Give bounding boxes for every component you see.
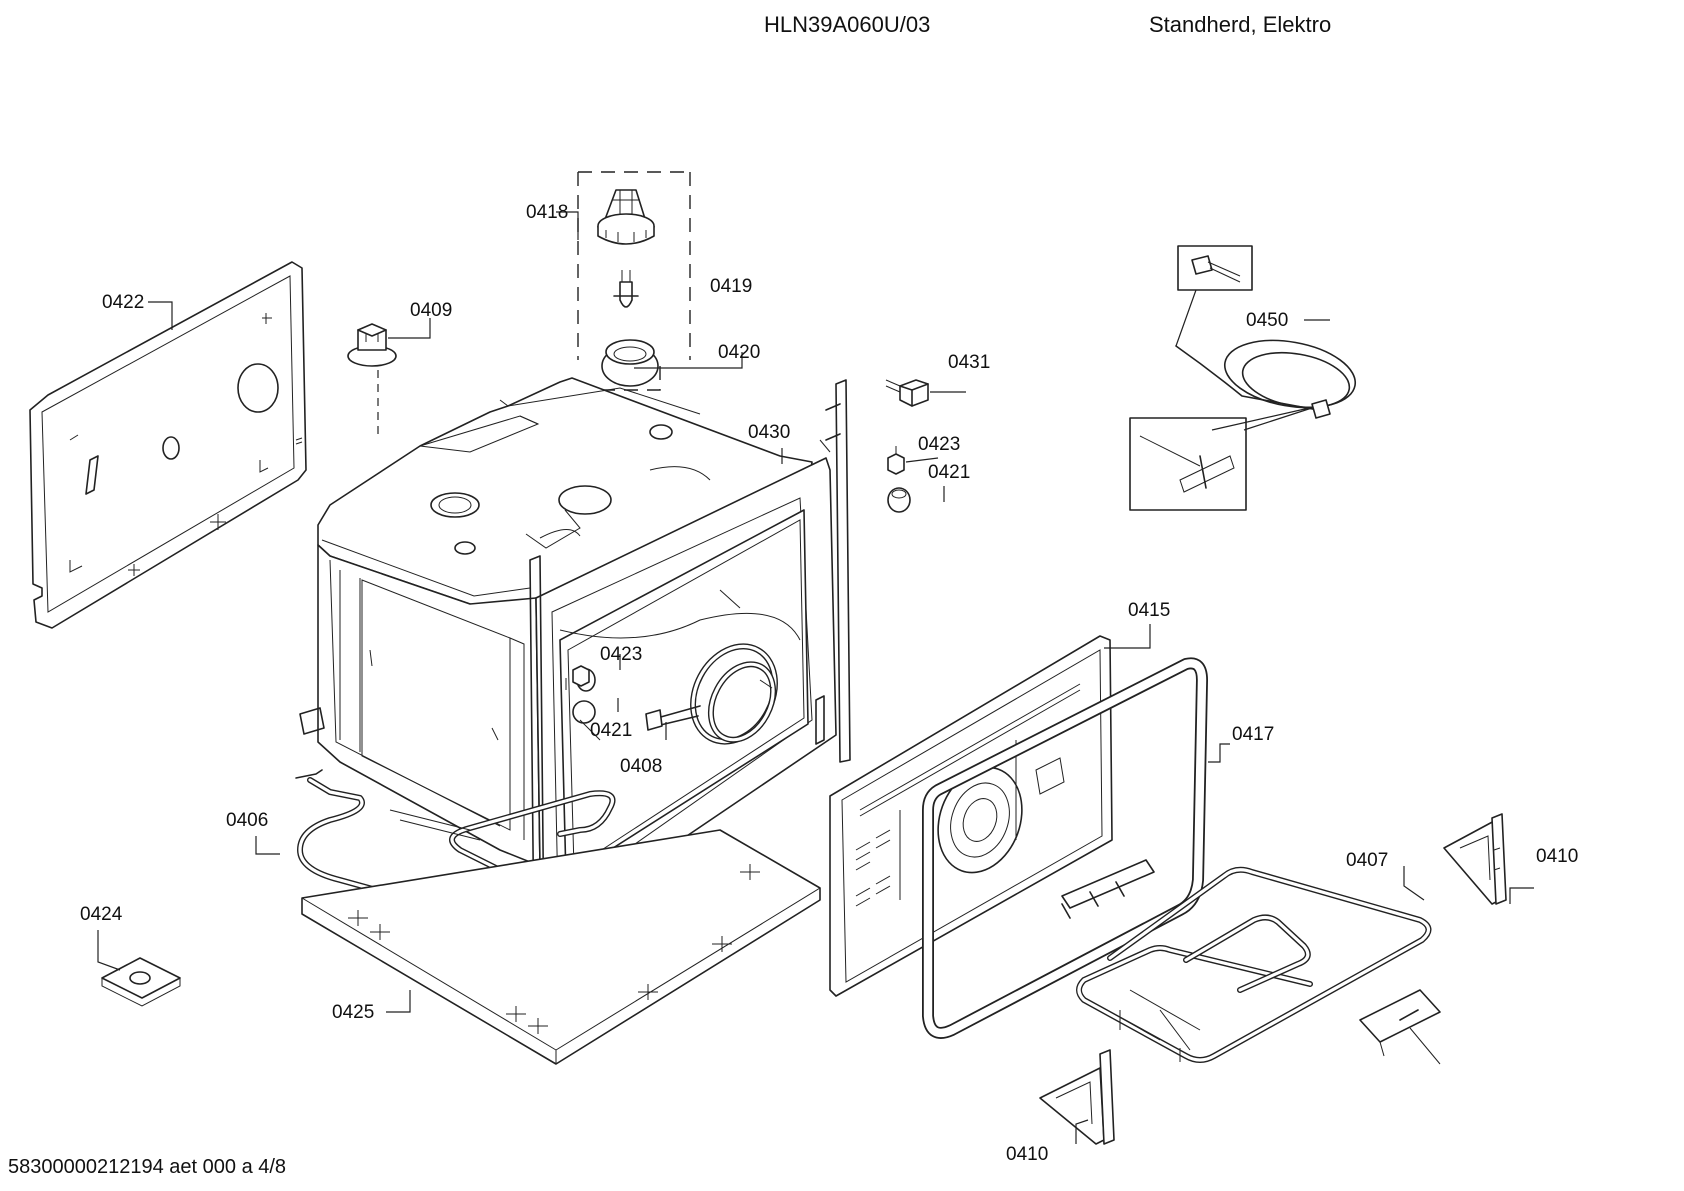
leader-lines [97, 211, 1534, 1144]
callout-labels: 0418 0419 0420 0422 0409 0431 0430 0423 … [80, 202, 1578, 1165]
part-0409-lamp-holder [347, 323, 397, 440]
lamp-assembly-frame [577, 171, 691, 391]
part-0410-bracket-right [1443, 813, 1507, 905]
part-0419-halogen-bulb [613, 270, 639, 308]
part-clip-small [1359, 989, 1441, 1065]
callout-0417: 0417 [1232, 724, 1274, 745]
callout-0425: 0425 [332, 1002, 374, 1023]
part-0425-bottom-plate [301, 829, 821, 1065]
callout-0430: 0430 [748, 422, 790, 443]
document-reference: 58300000212194 aet 000 a 4/8 [8, 1156, 287, 1178]
callout-0409: 0409 [410, 300, 452, 321]
callout-0423-right: 0423 [918, 434, 960, 455]
callout-0423-inner: 0423 [600, 644, 642, 665]
callout-0422: 0422 [102, 292, 144, 313]
part-0420-lamp-cover [601, 339, 659, 387]
callout-0421-right: 0421 [928, 462, 970, 483]
part-0431-lamp-bracket [885, 379, 929, 407]
callout-0410-bottom: 0410 [1006, 1144, 1048, 1165]
callout-0420: 0420 [718, 342, 760, 363]
callout-0407: 0407 [1346, 850, 1388, 871]
callout-0408: 0408 [620, 756, 662, 777]
part-0407-grill-heater [1061, 859, 1432, 1063]
part-0423-lamp-glass-right [887, 446, 905, 475]
callout-0450: 0450 [1246, 310, 1288, 331]
callout-0418: 0418 [526, 202, 568, 223]
callout-0421-inner: 0421 [590, 720, 632, 741]
part-0424-spacer [101, 957, 181, 1007]
part-0408-circular-heater [645, 643, 778, 745]
callout-0410-right: 0410 [1536, 846, 1578, 867]
callout-0415: 0415 [1128, 600, 1170, 621]
appliance-description: Standherd, Elektro [1149, 12, 1332, 37]
part-0410-bracket-bottom [1039, 1049, 1115, 1145]
part-0421-lamp-cap-right [887, 487, 911, 513]
part-0423-lamp-glass-inner [572, 665, 590, 687]
model-number: HLN39A060U/03 [764, 12, 931, 37]
part-0422-back-panel [29, 261, 307, 629]
callout-0419: 0419 [710, 276, 752, 297]
part-0450-temp-sensor [1129, 245, 1357, 511]
callout-0431: 0431 [948, 352, 990, 373]
callout-0406: 0406 [226, 810, 268, 831]
part-0415-back-wall [829, 635, 1113, 997]
part-0418-lamp-socket [597, 189, 655, 245]
callout-0424: 0424 [80, 904, 123, 925]
